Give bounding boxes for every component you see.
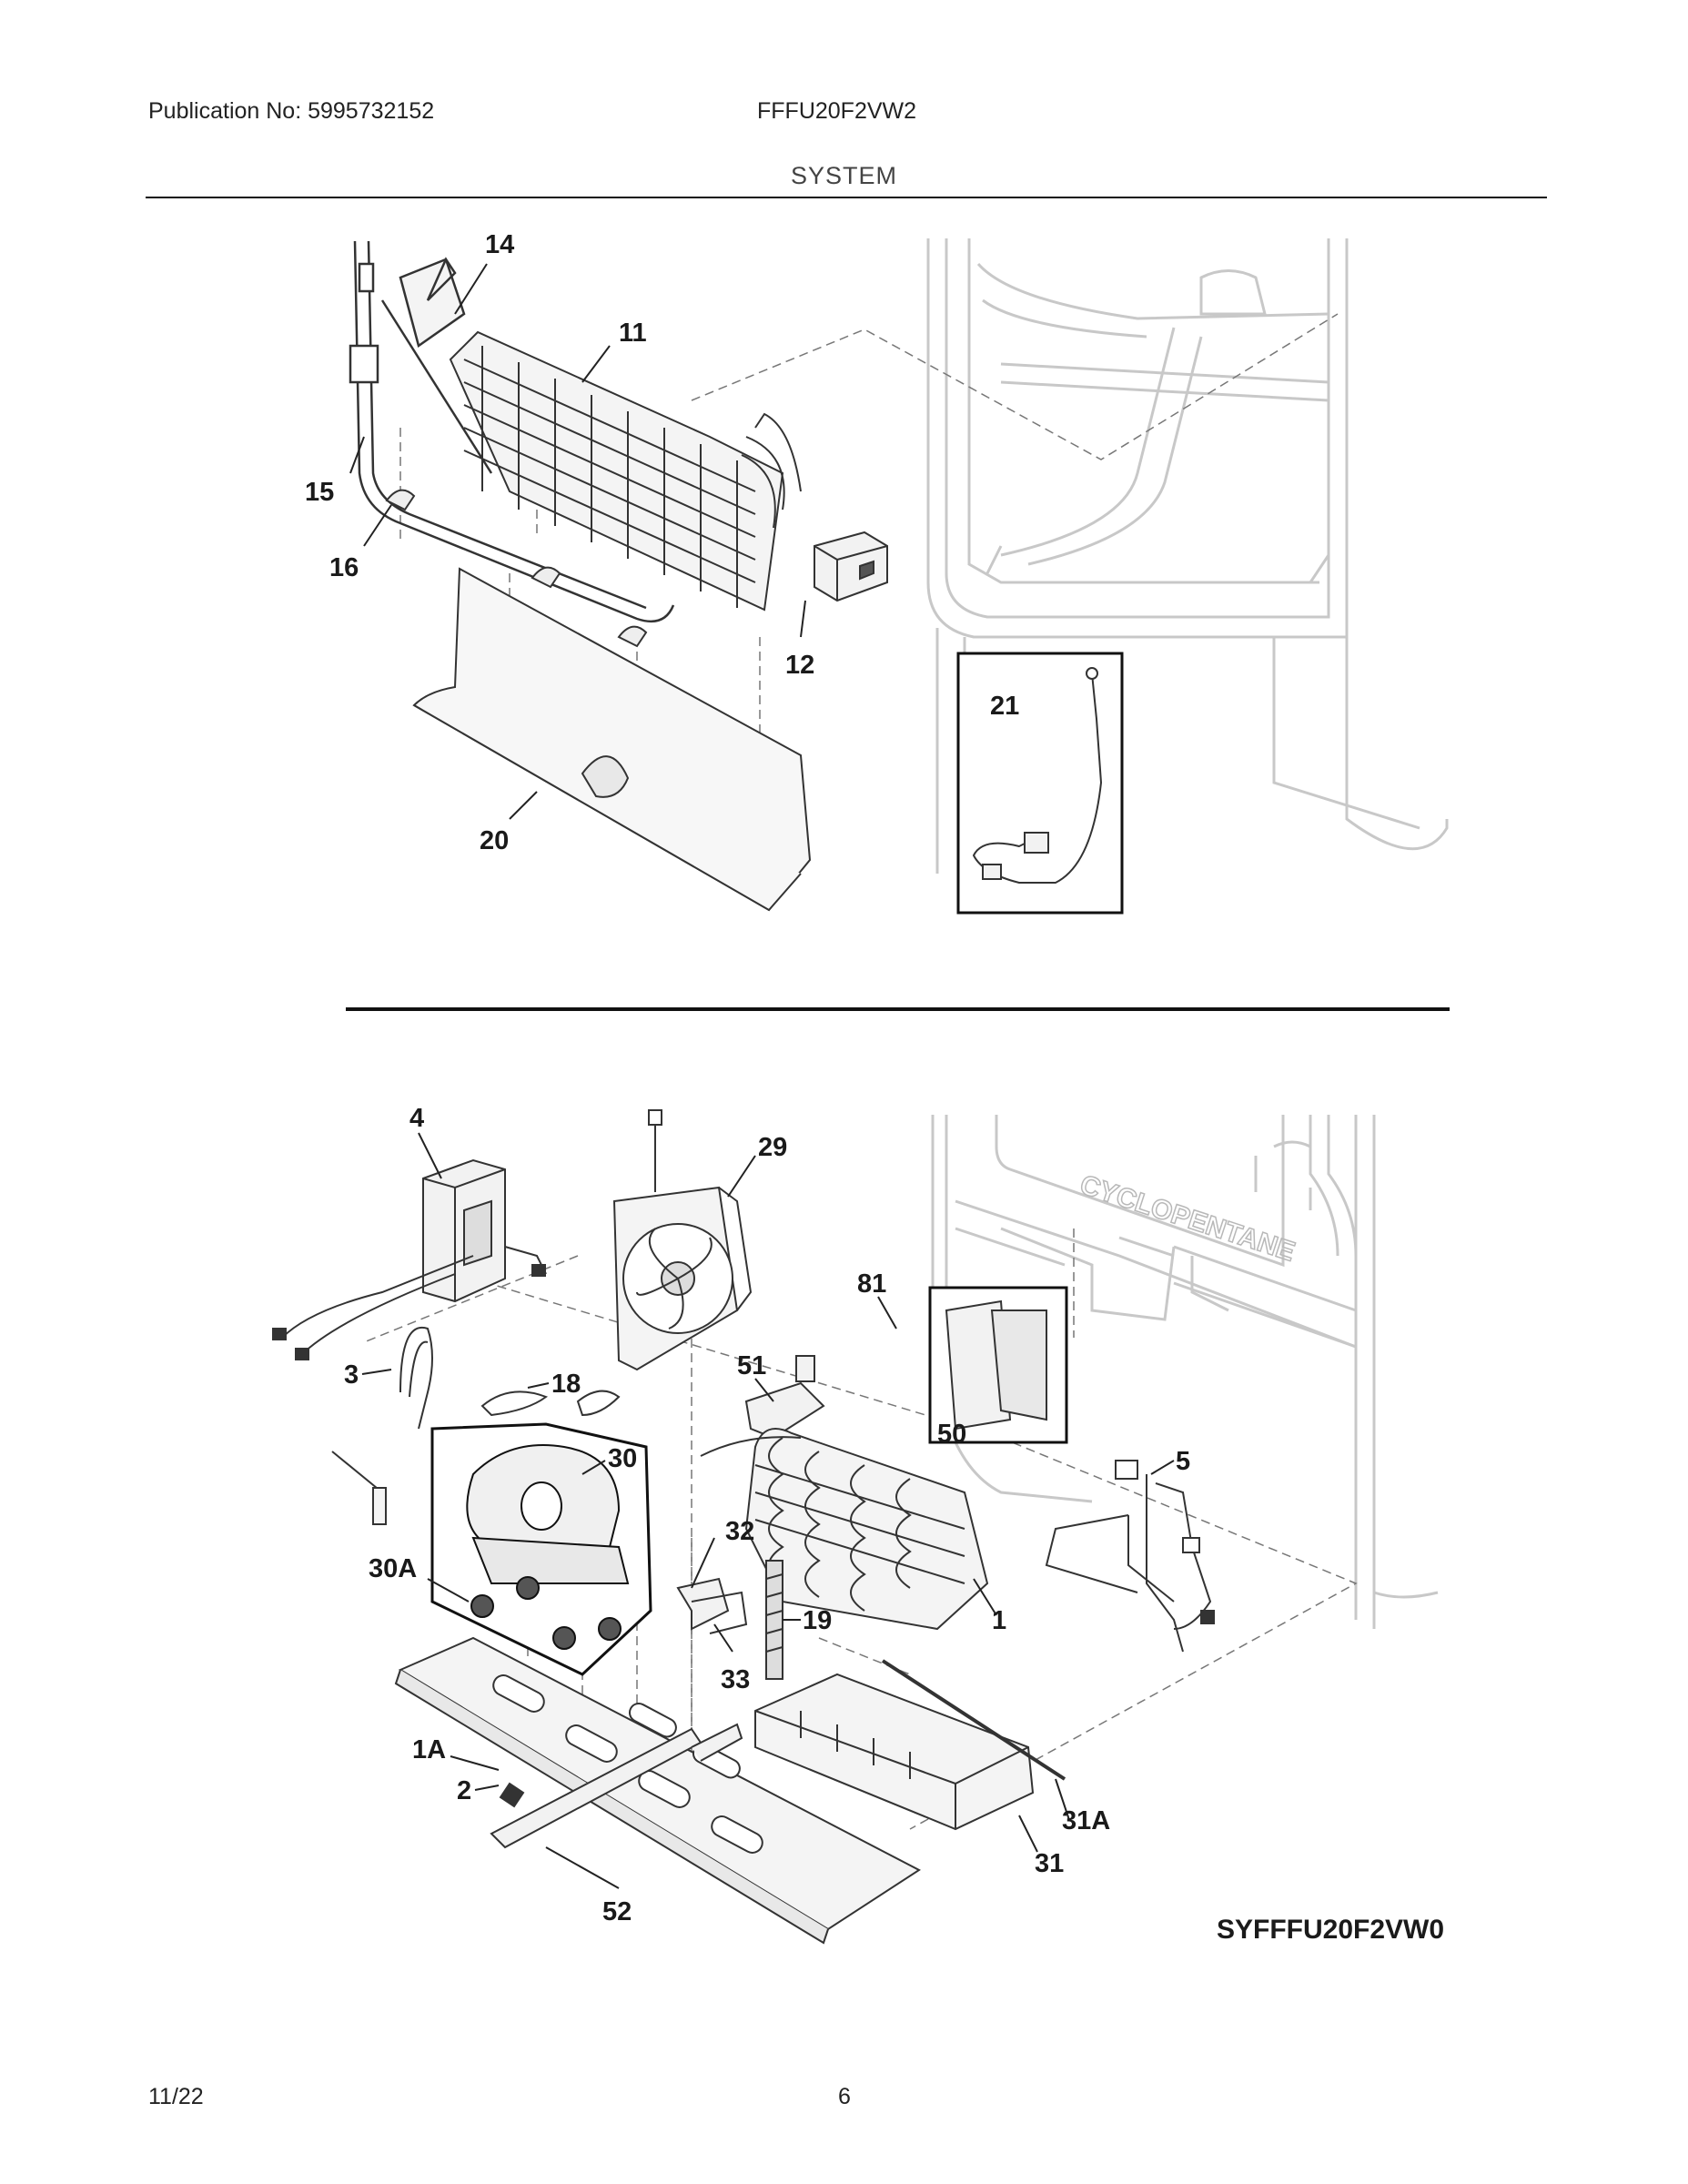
inverter-50 — [928, 1286, 1068, 1444]
drier-tubes — [331, 1326, 621, 1525]
callout-2: 2 — [457, 1776, 471, 1805]
section-title: SYSTEM — [790, 162, 898, 189]
callout-4: 4 — [409, 1104, 424, 1133]
callout-81: 81 — [857, 1269, 886, 1299]
callout-29: 29 — [758, 1133, 787, 1162]
callout-52: 52 — [602, 1897, 632, 1926]
evaporator-cover — [412, 567, 812, 912]
callout-21: 21 — [990, 692, 1019, 721]
evaporator-coil — [449, 330, 802, 612]
callout-11: 11 — [619, 318, 647, 348]
parts-32-33-19 — [676, 1560, 783, 1680]
callout-51: 51 — [737, 1351, 766, 1380]
callout-5: 5 — [1176, 1447, 1190, 1476]
callout-50: 50 — [937, 1420, 966, 1449]
control-board-4 — [272, 1158, 547, 1360]
sensor-inset — [956, 652, 1124, 915]
header-rule — [146, 197, 1547, 198]
drain-pan-31 — [754, 1659, 1066, 1831]
clip-icons — [385, 489, 648, 648]
callout-20: 20 — [480, 826, 509, 855]
callout-19: 19 — [803, 1606, 832, 1635]
page-number: 6 — [838, 2084, 851, 2109]
callout-15: 15 — [305, 478, 334, 507]
callout-1: 1 — [992, 1606, 1006, 1635]
callout-30: 30 — [608, 1444, 637, 1473]
callout-30A: 30A — [369, 1554, 417, 1583]
callout-16: 16 — [329, 553, 359, 582]
callout-31: 31 — [1035, 1849, 1064, 1878]
callout-12: 12 — [785, 651, 814, 680]
compressor-30 — [430, 1422, 652, 1676]
callout-32: 32 — [725, 1517, 754, 1546]
cabinet-outline-lower — [931, 1115, 1439, 1629]
section-divider — [346, 1007, 1450, 1011]
connector-12 — [814, 531, 888, 602]
callout-1A: 1A — [412, 1735, 446, 1764]
callout-18: 18 — [551, 1370, 581, 1399]
callout-3: 3 — [344, 1360, 359, 1390]
callout-14: 14 — [485, 230, 514, 259]
callout-33: 33 — [721, 1665, 750, 1694]
base-plate — [394, 1636, 921, 1945]
condenser-fan-29 — [612, 1109, 753, 1371]
defrost-harness — [349, 240, 675, 623]
footer-date: 11/22 — [148, 2084, 204, 2109]
condenser-1 — [700, 1428, 989, 1631]
harness-5 — [1045, 1460, 1215, 1653]
model-number: FFFU20F2VW2 — [757, 98, 917, 124]
leader-lines-lower — [361, 1132, 1175, 1889]
diagram-code: SYFFFU20F2VW0 — [1217, 1915, 1444, 1945]
callout-31A: 31A — [1062, 1806, 1110, 1835]
publication-number: Publication No: 5995732152 — [148, 98, 435, 124]
leader-lines-upper — [349, 263, 806, 820]
